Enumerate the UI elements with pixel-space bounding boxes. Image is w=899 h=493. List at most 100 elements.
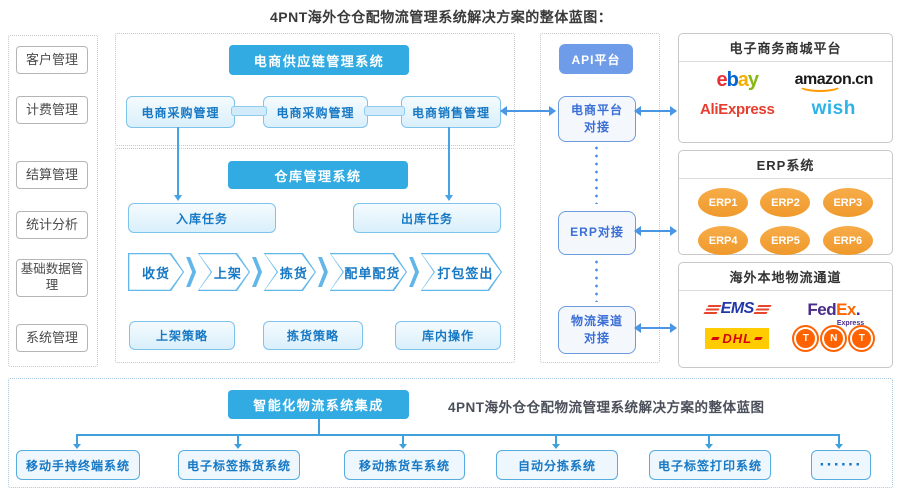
system-handheld: 移动手持终端系统 — [16, 450, 140, 480]
sidebar-item-basedata: 基础数据管理 — [16, 259, 88, 297]
flow-step-assemble: 配单配货 — [330, 253, 407, 291]
api-node-logistics: 物流渠道 对接 — [558, 306, 636, 354]
sidebar-panel: 客户管理 计费管理 结算管理 统计分析 基础数据管理 系统管理 — [8, 35, 98, 367]
module-sales: 电商销售管理 — [401, 96, 501, 128]
erp-items: ERP1 ERP2 ERP3 ERP4 ERP5 ERP6 — [679, 179, 892, 264]
amazon-logo: amazon.cn — [795, 72, 873, 92]
aliexpress-logo: AliExpress — [699, 100, 775, 118]
dhl-dash-icon — [711, 337, 721, 340]
supply-chain-section: 电商供应链管理系统 电商采购管理 电商采购管理 电商销售管理 — [115, 33, 515, 146]
ems-logo: EMS — [703, 300, 772, 318]
strategy-shelving: 上架策略 — [129, 321, 235, 350]
module-purchase-1: 电商采购管理 — [126, 96, 235, 128]
flow-step-label: 收货 — [142, 265, 171, 281]
erp-item: ERP6 — [822, 226, 873, 255]
tnt-circle: T — [850, 327, 874, 350]
dhl-text: DHL — [722, 331, 753, 346]
arrow-logistics-to-carriers — [634, 323, 677, 333]
chevron-separator-icon — [186, 257, 196, 287]
flow-step-shelve: 上架 — [198, 253, 250, 291]
api-platform-header: API平台 — [559, 44, 633, 74]
tree-drop-arrow — [399, 436, 407, 449]
chevron-separator-icon — [252, 257, 262, 287]
arrow-erp-to-erppanel — [634, 226, 677, 236]
mall-panel: 电子商务商城平台 ebay amazon.cn AliExpress wish — [678, 33, 893, 143]
erp-panel: ERP系统 ERP1 ERP2 ERP3 ERP4 ERP5 ERP6 — [678, 150, 893, 255]
ebay-letter: y — [747, 69, 759, 91]
chevron-separator-icon — [317, 257, 328, 287]
tnt-circle: N — [822, 327, 846, 350]
erp-item: ERP1 — [698, 188, 749, 217]
integration-header: 智能化物流系统集成 — [228, 390, 409, 419]
flow-step-label: 打包签出 — [437, 265, 494, 281]
erp-item: ERP3 — [822, 188, 873, 217]
strategy-picking: 拣货策略 — [263, 321, 363, 350]
sidebar-item-customer: 客户管理 — [16, 46, 88, 74]
flow-step-label: 配单配货 — [344, 265, 401, 281]
dotted-connector — [595, 144, 598, 204]
sidebar-item-settlement: 结算管理 — [16, 161, 88, 189]
tree-drop-arrow — [835, 436, 843, 449]
sidebar-item-system: 系统管理 — [16, 324, 88, 352]
logistics-logos: EMS FedEx.Express DHL T N T — [679, 291, 892, 359]
tree-drop-arrow — [73, 436, 81, 449]
tnt-circle: T — [794, 327, 818, 350]
flow-step-label: 拣货 — [279, 265, 308, 281]
api-section: API平台 电商平台 对接 ERP对接 物流渠道 对接 — [540, 33, 660, 363]
mall-panel-title: 电子商务商城平台 — [679, 34, 892, 62]
warehouse-section: 仓库管理系统 入库任务 出库任务 收货 上架 拣货 配单配货 — [115, 148, 515, 363]
system-labelprinting: 电子标签打印系统 — [649, 450, 771, 480]
arrow-sales-to-outbound — [445, 127, 453, 201]
fedex-fed: Fed — [807, 299, 837, 319]
tree-drop-arrow — [552, 436, 560, 449]
api-node-line: 对接 — [583, 120, 610, 134]
module-purchase-2: 电商采购管理 — [263, 96, 368, 128]
chevron-separator-icon — [409, 257, 419, 287]
api-node-ecommerce: 电商平台 对接 — [558, 96, 636, 142]
erp-item: ERP4 — [698, 226, 749, 255]
flow-step-pick: 拣货 — [264, 253, 316, 291]
chevron-shape — [422, 254, 501, 289]
system-labelpicking: 电子标签拣货系统 — [178, 450, 300, 480]
fedex-dot: . — [855, 299, 861, 319]
strategy-inwarehouse: 库内操作 — [395, 321, 501, 350]
ems-text: EMS — [720, 300, 755, 317]
module-connector — [364, 106, 405, 116]
supply-chain-header: 电商供应链管理系统 — [229, 45, 409, 75]
arrow-sales-to-platform — [500, 106, 556, 116]
fedex-express: Express — [836, 319, 865, 327]
ems-stripes-icon — [753, 304, 772, 314]
tree-connector — [318, 419, 320, 435]
ebay-letter: e — [716, 69, 727, 91]
page-title: 4PNT海外仓仓配物流管理系统解决方案的整体蓝图： — [270, 9, 613, 25]
logistics-panel-title: 海外本地物流通道 — [679, 263, 892, 291]
tree-connector — [76, 434, 840, 436]
integration-caption: 4PNT海外仓仓配物流管理系统解决方案的整体蓝图 — [448, 400, 765, 415]
chevron-shape — [129, 254, 183, 289]
erp-item: ERP5 — [760, 226, 811, 255]
integration-section: 智能化物流系统集成 4PNT海外仓仓配物流管理系统解决方案的整体蓝图 移动手持终… — [8, 378, 893, 488]
wish-logo: wish — [811, 98, 856, 119]
flow-step-label: 上架 — [213, 265, 242, 281]
tree-drop-arrow — [705, 436, 713, 449]
dhl-dash-icon — [754, 337, 763, 340]
flow-step-pack: 打包签出 — [421, 253, 502, 291]
sidebar-item-statistics: 统计分析 — [16, 211, 88, 239]
api-node-erp: ERP对接 — [558, 211, 636, 255]
mall-logos: ebay amazon.cn AliExpress wish — [679, 62, 892, 128]
ebay-logo: ebay — [716, 69, 759, 91]
system-more: ······ — [811, 450, 871, 480]
amazon-smile-icon — [797, 79, 842, 92]
sidebar-item-billing: 计费管理 — [16, 96, 88, 124]
erp-item: ERP2 — [760, 188, 811, 217]
ebay-letter: a — [737, 69, 749, 91]
tree-drop-arrow — [234, 436, 242, 449]
api-node-line: 电商平台 — [570, 102, 623, 117]
dotted-connector — [595, 258, 598, 302]
warehouse-flow: 收货 上架 拣货 配单配货 打包签出 — [128, 253, 502, 291]
tnt-logo: T N T — [794, 327, 874, 350]
module-connector — [231, 106, 267, 116]
logistics-panel: 海外本地物流通道 EMS FedEx.Express DHL T N T — [678, 262, 893, 368]
flow-step-receive: 收货 — [128, 253, 184, 291]
